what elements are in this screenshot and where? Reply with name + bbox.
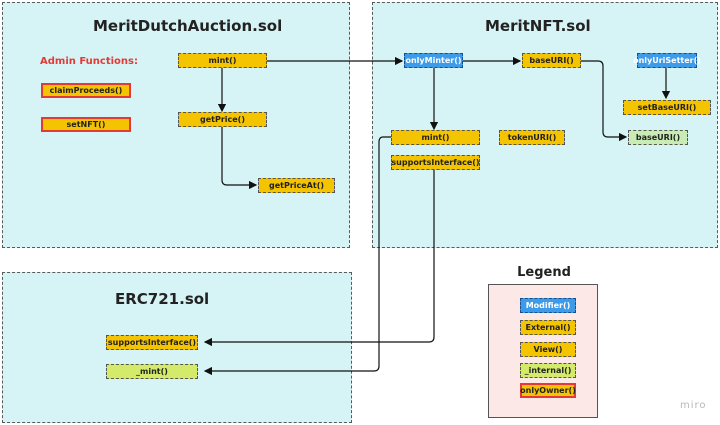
erc-supports-interface-fn: supportsInterface() [106, 335, 198, 350]
get-price-fn: getPrice() [178, 112, 267, 127]
only-minter-modifier: onlyMinter() [404, 53, 463, 68]
token-uri-fn: tokenURI() [499, 130, 565, 145]
arrow-supportsinterface-to-erc [203, 170, 435, 347]
set-base-uri-fn: setBaseURI() [623, 100, 711, 115]
get-price-at-fn: getPriceAt() [258, 178, 335, 193]
claim-proceeds-fn: claimProceeds() [41, 83, 131, 98]
arrow-nftmint-to-ercmint [203, 136, 391, 376]
legend-view: View() [520, 342, 576, 357]
legend-modifier: Modifier() [520, 298, 576, 313]
nft-mint-fn: mint() [391, 130, 480, 145]
auction-mint-fn: mint() [178, 53, 267, 68]
nft-panel-title: MeritNFT.sol [485, 17, 591, 35]
base-uri-bottom-fn: baseURI() [628, 130, 688, 145]
arrow-baseuri-to-baseuri [581, 60, 628, 142]
legend-only-owner: onlyOwner() [520, 383, 576, 398]
miro-watermark: miro [680, 400, 707, 411]
nft-panel: MeritNFT.sol [372, 2, 718, 248]
legend-title: Legend [517, 265, 571, 280]
base-uri-top-fn: baseURI() [522, 53, 581, 68]
erc-panel-title: ERC721.sol [115, 290, 210, 308]
erc-mint-fn: _mint() [106, 364, 198, 379]
legend-external: External() [520, 320, 576, 335]
arrow-getprice-to-getpriceat [221, 126, 258, 190]
auction-panel-title: MeritDutchAuction.sol [93, 17, 283, 35]
admin-functions-label: Admin Functions: [40, 56, 138, 67]
legend-internal: _internal() [520, 363, 576, 378]
nft-supports-interface-fn: supportsInterface() [391, 155, 480, 170]
set-nft-fn: setNFT() [41, 117, 131, 132]
only-uri-setter-modifier: onlyUriSetter() [633, 53, 701, 68]
